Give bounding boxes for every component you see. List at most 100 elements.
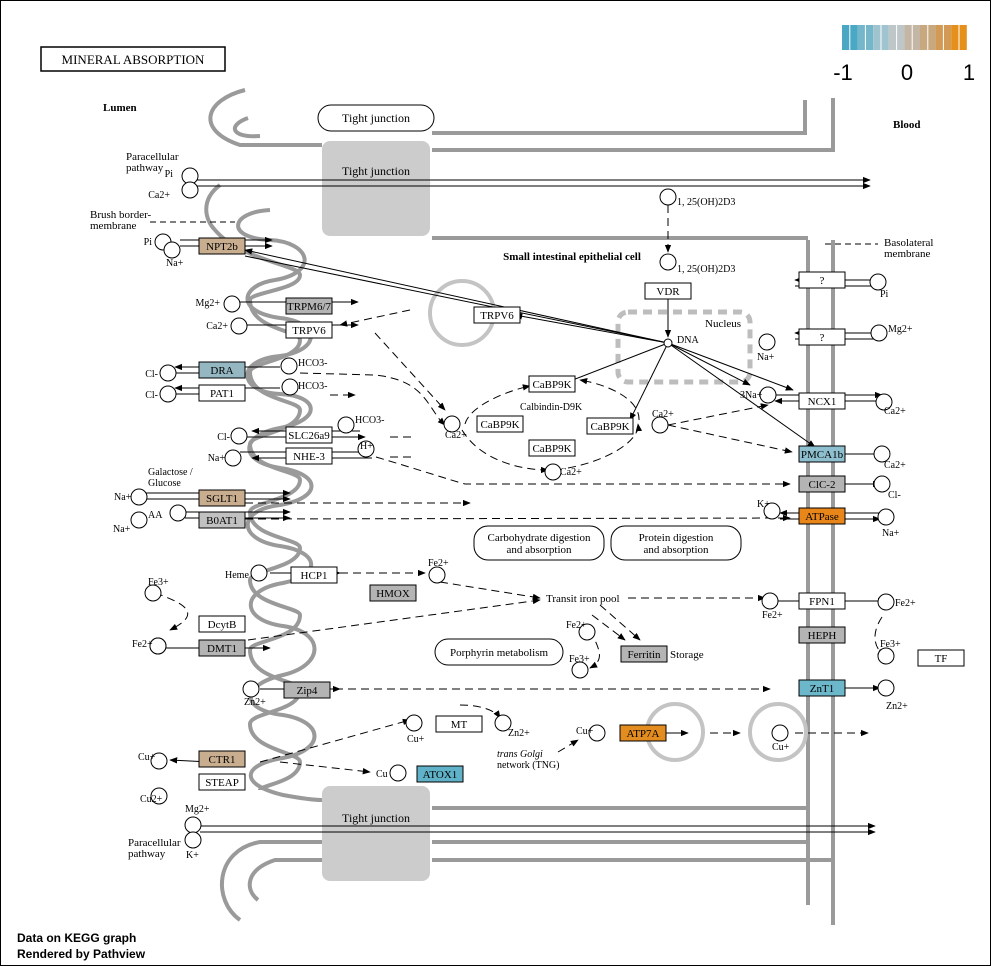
compound-node[interactable] xyxy=(763,502,781,520)
na-q-label: Na+ xyxy=(757,352,775,363)
compound-node[interactable] xyxy=(758,333,776,351)
gene-cabp9k-b[interactable]: CaBP9K xyxy=(476,415,524,433)
gene-dcytb[interactable]: DcytB xyxy=(198,615,246,633)
gene-b0at1[interactable]: B0AT1 xyxy=(198,511,246,529)
compound-node[interactable] xyxy=(150,787,168,805)
gene-mt[interactable]: MT xyxy=(435,715,483,733)
gene-atpase[interactable]: ATPase xyxy=(798,507,846,525)
compound-node[interactable] xyxy=(224,449,242,467)
tight-junction-top xyxy=(322,141,430,236)
gene-znt1[interactable]: ZnT1 xyxy=(798,679,846,697)
compound-node[interactable] xyxy=(873,475,891,493)
gene-pat1[interactable]: PAT1 xyxy=(198,384,246,402)
compound-node[interactable] xyxy=(159,364,177,382)
compound-node[interactable] xyxy=(150,752,168,770)
gene-dra[interactable]: DRA xyxy=(198,361,246,379)
compound-node[interactable] xyxy=(428,566,446,584)
gene-pmca1b[interactable]: PMCA1b xyxy=(798,445,846,463)
gene-slc26a9[interactable]: SLC26a9 xyxy=(285,426,333,444)
gene-box xyxy=(798,328,846,346)
compound-node[interactable] xyxy=(659,188,677,206)
compound-node[interactable] xyxy=(144,584,162,602)
gene-ctr1[interactable]: CTR1 xyxy=(198,750,246,768)
compound-node[interactable] xyxy=(280,357,298,375)
compound-node[interactable] xyxy=(761,592,779,610)
compound-node[interactable] xyxy=(588,724,606,742)
compound-node[interactable] xyxy=(169,504,187,522)
gene-hcp1[interactable]: HCP1 xyxy=(290,566,338,584)
mg-trpm-label: Mg2+ xyxy=(195,298,220,309)
gene-hmox[interactable]: HMOX xyxy=(369,584,417,602)
compound-node[interactable] xyxy=(877,593,895,611)
compound-node[interactable] xyxy=(130,488,148,506)
gene-ferritin[interactable]: Ferritin xyxy=(620,645,668,663)
gene-heph[interactable]: HEPH xyxy=(798,626,846,644)
dna-label: DNA xyxy=(677,335,699,346)
paracellular-top-label-1: Paracellular xyxy=(126,151,179,163)
gene-nhe3[interactable]: NHE-3 xyxy=(285,447,333,465)
compound-node[interactable] xyxy=(877,679,895,697)
gene-cabp9k-d[interactable]: CaBP9K xyxy=(586,417,634,435)
gene-npt2b[interactable]: NPT2b xyxy=(198,237,246,255)
gene-steap[interactable]: STEAP xyxy=(198,773,246,791)
na3-ncx-label: 3Na+ xyxy=(740,390,763,401)
compound-node[interactable] xyxy=(659,253,677,271)
gene-atox1[interactable]: ATOX1 xyxy=(416,765,464,783)
gene-fpn1[interactable]: FPN1 xyxy=(798,592,846,610)
compound-node[interactable] xyxy=(873,445,891,463)
gene-box xyxy=(586,417,634,435)
gene-trpm67[interactable]: TRPM6/7 xyxy=(285,297,333,315)
compound-node[interactable] xyxy=(184,816,202,834)
compound-node[interactable] xyxy=(389,764,407,782)
compound-node[interactable] xyxy=(759,386,777,404)
compound-node[interactable] xyxy=(230,317,248,335)
compound-node[interactable] xyxy=(337,416,355,434)
compound-node[interactable] xyxy=(184,831,202,849)
compound-node[interactable] xyxy=(159,385,177,403)
compound-node[interactable] xyxy=(163,241,181,259)
compound-node[interactable] xyxy=(230,427,248,445)
gene-q2[interactable]: ? xyxy=(798,328,846,346)
compound-node[interactable] xyxy=(443,415,461,433)
compound-node[interactable] xyxy=(571,661,589,679)
gene-sglt1[interactable]: SGLT1 xyxy=(198,489,246,507)
gene-trpv6-in[interactable]: TRPV6 xyxy=(473,306,521,324)
compound-node[interactable] xyxy=(281,378,299,396)
compound-node[interactable] xyxy=(149,637,167,655)
protein-digestion-box[interactable] xyxy=(610,525,742,561)
compound-node[interactable] xyxy=(771,724,789,742)
compound-node[interactable] xyxy=(242,680,260,698)
gene-atp7a[interactable]: ATP7A xyxy=(619,724,667,742)
gene-zip4[interactable]: Zip4 xyxy=(283,681,331,699)
compound-node[interactable] xyxy=(663,338,673,348)
carbohydrate-digestion-box[interactable] xyxy=(473,525,605,561)
compound-node[interactable] xyxy=(869,273,887,291)
gene-dmt1[interactable]: DMT1 xyxy=(198,639,246,657)
compound-node[interactable] xyxy=(181,181,199,199)
gene-cabp9k-a[interactable]: CaBP9K xyxy=(528,375,576,393)
gene-tf[interactable]: TF xyxy=(917,649,965,667)
compound-node[interactable] xyxy=(875,393,893,411)
gene-clc2[interactable]: ClC-2 xyxy=(798,475,846,493)
compound-node[interactable] xyxy=(578,623,596,641)
heme-label: Heme xyxy=(225,570,249,581)
gene-trpv6-mem[interactable]: TRPV6 xyxy=(285,321,333,339)
compound-node[interactable] xyxy=(405,714,423,732)
gene-vdr[interactable]: VDR xyxy=(644,282,692,300)
porphyrin-metabolism-box[interactable] xyxy=(434,638,564,666)
compound-node[interactable] xyxy=(877,647,895,665)
compound-node[interactable] xyxy=(877,508,895,526)
pi-q-label: Pi xyxy=(880,289,889,300)
gene-ncx1[interactable]: NCX1 xyxy=(798,392,846,410)
compound-node[interactable] xyxy=(357,440,375,458)
compound-node[interactable] xyxy=(494,714,512,732)
compound-node[interactable] xyxy=(250,564,268,582)
compound-node[interactable] xyxy=(130,511,148,529)
compound-node[interactable] xyxy=(223,295,241,313)
gene-cabp9k-c[interactable]: CaBP9K xyxy=(528,439,576,457)
gene-label: CTR1 xyxy=(209,754,236,766)
gene-q1[interactable]: ? xyxy=(798,271,846,289)
compound-node[interactable] xyxy=(651,416,669,434)
compound-node[interactable] xyxy=(544,463,562,481)
compound-node[interactable] xyxy=(870,324,888,342)
